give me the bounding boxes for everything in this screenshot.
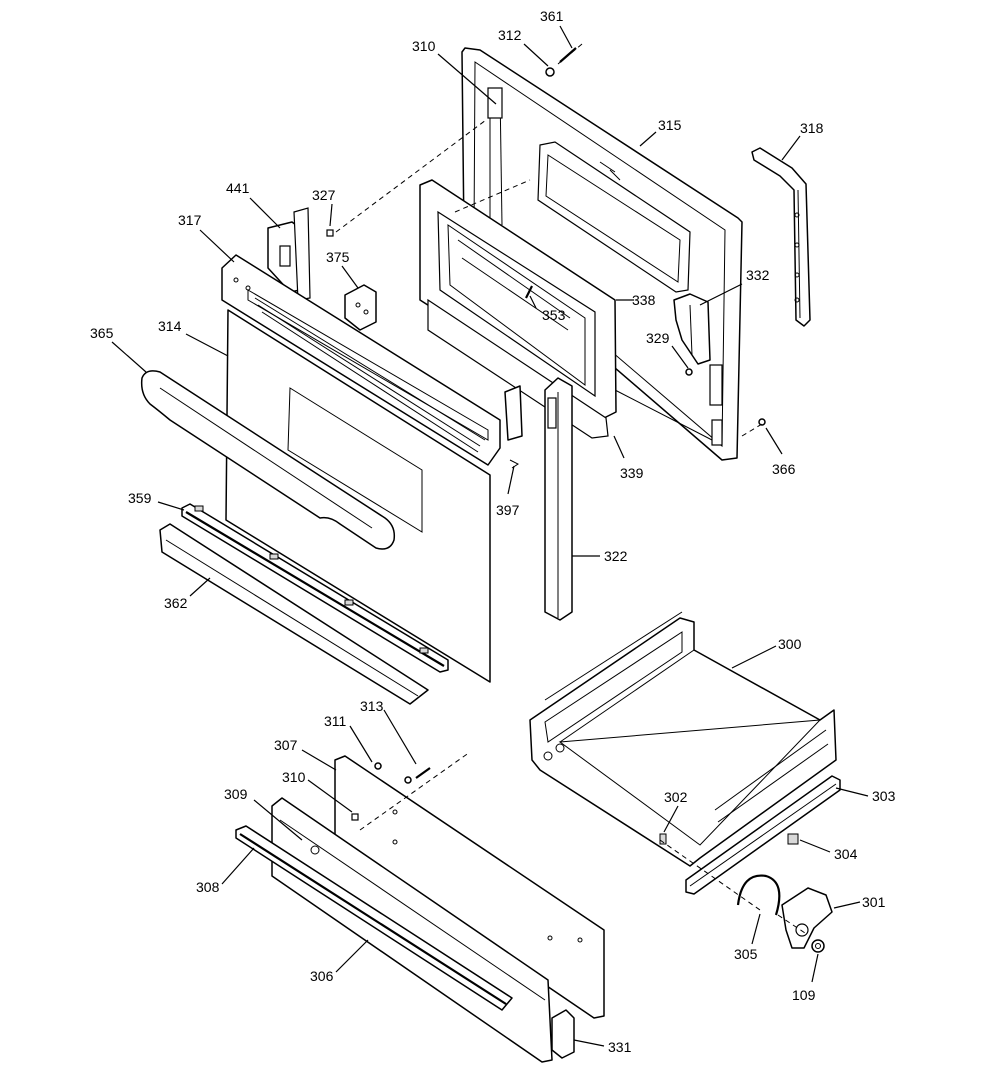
part-label-304: 304 bbox=[834, 846, 858, 862]
part-label-362: 362 bbox=[164, 595, 188, 611]
part-label-308: 308 bbox=[196, 879, 220, 895]
clip-part bbox=[787, 833, 799, 845]
drawer-front-trim bbox=[235, 825, 513, 1011]
drawer-slide-rail bbox=[685, 775, 841, 895]
small-bracket bbox=[344, 284, 377, 331]
part-label-359: 359 bbox=[128, 490, 152, 506]
part-label-311: 311 bbox=[324, 713, 347, 729]
window-frame bbox=[419, 179, 617, 419]
part-label-318: 318 bbox=[800, 120, 824, 136]
drawer-roller-bracket bbox=[781, 887, 833, 949]
leader-lines bbox=[111, 25, 869, 1047]
part-label-366: 366 bbox=[772, 461, 796, 477]
door-gasket-strip bbox=[751, 147, 811, 327]
part-label-309: 309 bbox=[224, 786, 248, 802]
part-label-315: 315 bbox=[658, 117, 682, 133]
alignment-lines bbox=[335, 43, 809, 936]
part-label-361: 361 bbox=[540, 8, 564, 24]
part-label-331: 331 bbox=[608, 1039, 632, 1055]
hinge-bracket bbox=[673, 293, 711, 365]
part-label-307: 307 bbox=[274, 737, 298, 753]
part-label-303: 303 bbox=[872, 788, 896, 804]
stud bbox=[659, 833, 667, 845]
part-label-441: 441 bbox=[226, 180, 250, 196]
part-label-329: 329 bbox=[646, 330, 670, 346]
part-label-317: 317 bbox=[178, 212, 202, 228]
part-label-109: 109 bbox=[792, 987, 816, 1003]
part-label-312: 312 bbox=[498, 27, 522, 43]
door-bottom-rail bbox=[181, 503, 449, 673]
drawer-body bbox=[529, 611, 837, 867]
part-label-365: 365 bbox=[90, 325, 114, 341]
door-top-vent-trim bbox=[221, 254, 501, 466]
nut bbox=[811, 939, 825, 953]
part-label-397: 397 bbox=[496, 502, 520, 518]
part-label-310-bottom: 310 bbox=[282, 769, 306, 785]
part-label-375: 375 bbox=[326, 249, 350, 265]
part-label-313: 313 bbox=[360, 698, 384, 714]
inner-door-panel bbox=[461, 47, 743, 461]
part-label-327: 327 bbox=[312, 187, 336, 203]
part-label-322: 322 bbox=[604, 548, 628, 564]
door-handle bbox=[140, 370, 396, 550]
hardware-screws bbox=[326, 47, 766, 821]
part-label-353: 353 bbox=[542, 307, 566, 323]
part-label-302: 302 bbox=[664, 789, 688, 805]
part-labels: 361 312 310 315 318 441 327 317 375 332 … bbox=[90, 8, 896, 1055]
part-label-339: 339 bbox=[620, 465, 644, 481]
wire-clip bbox=[736, 874, 781, 916]
left-hinge-bracket bbox=[267, 207, 311, 301]
part-label-305: 305 bbox=[734, 946, 758, 962]
part-label-306: 306 bbox=[310, 968, 334, 984]
part-label-310-top: 310 bbox=[412, 38, 436, 54]
part-label-332: 332 bbox=[746, 267, 770, 283]
door-side-rail bbox=[544, 377, 573, 621]
part-label-338: 338 bbox=[632, 292, 656, 308]
part-label-301: 301 bbox=[862, 894, 886, 910]
part-label-300: 300 bbox=[778, 636, 802, 652]
part-label-314: 314 bbox=[158, 318, 182, 334]
drawer-bottom-bracket bbox=[551, 1009, 575, 1059]
kick-panel bbox=[159, 523, 429, 705]
